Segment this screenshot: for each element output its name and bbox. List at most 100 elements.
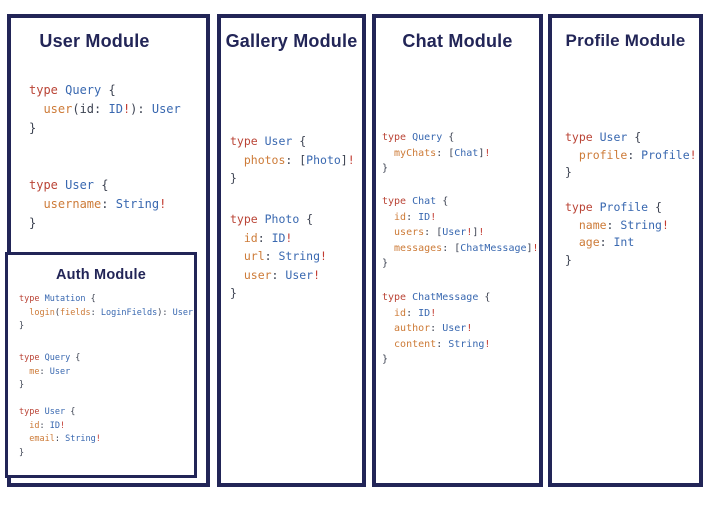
code-line: type User { <box>230 132 355 151</box>
code-token: : <box>406 211 419 223</box>
code-token: type <box>19 353 45 363</box>
code-token: Profile <box>599 200 649 214</box>
code-token: { <box>94 178 109 192</box>
code-token: { <box>70 353 81 363</box>
code-token: } <box>565 252 572 267</box>
profile-module-panel: Profile Module type User { profile: Prof… <box>548 14 703 487</box>
code-token: : <box>54 434 66 444</box>
code-line: } <box>230 284 327 303</box>
code-line: email: String! <box>19 433 101 447</box>
user-module-user-type-code: type User { username: String!} <box>29 176 166 233</box>
code-token: ChatMessage <box>412 292 479 303</box>
code-token: User <box>285 267 314 282</box>
code-line: type Query { <box>382 130 490 146</box>
code-line: } <box>29 119 181 138</box>
code-token: ! <box>484 338 491 350</box>
gallery-module-user-type-code: type User { photos: [Photo]!} <box>230 132 355 188</box>
code-token: user <box>29 102 73 116</box>
code-token: user <box>230 267 272 282</box>
code-token: ! <box>532 242 539 254</box>
code-token: { <box>627 130 642 144</box>
code-token: : [ <box>442 242 461 254</box>
code-line: content: String! <box>382 337 490 353</box>
code-token: Chat <box>454 147 479 159</box>
code-token: Photo <box>306 152 341 167</box>
code-token: ( <box>54 307 60 318</box>
code-token: ID <box>271 230 286 245</box>
code-token: photos <box>230 152 286 167</box>
code-token: : <box>627 147 642 162</box>
code-token: : <box>606 217 621 232</box>
code-token: : <box>430 323 443 334</box>
code-line: } <box>19 447 101 461</box>
code-token: : [ <box>285 152 307 167</box>
code-line: type Photo { <box>230 210 327 229</box>
code-token: login <box>19 307 55 318</box>
code-line: id: ID! <box>382 210 539 226</box>
code-line: } <box>19 320 193 334</box>
code-token: } <box>29 216 37 230</box>
code-line: } <box>382 161 490 177</box>
code-token: url <box>230 249 265 263</box>
code-token: : <box>406 307 419 319</box>
code-token: { <box>648 200 662 214</box>
code-token: } <box>19 380 25 390</box>
auth-module-mutation-type-code: type Mutation { login(fields: LoginField… <box>19 293 193 334</box>
code-line: id: ID! <box>230 229 327 248</box>
code-token: type <box>382 196 413 207</box>
code-token: ! <box>347 152 355 167</box>
code-token: : <box>101 197 116 211</box>
profile-module-user-type-code: type User { profile: Profile!} <box>565 129 697 182</box>
code-token: ! <box>484 147 491 159</box>
code-token: } <box>382 258 389 269</box>
gallery-module-photo-type-code: type Photo { id: ID! url: String! user: … <box>230 210 327 303</box>
code-token: ! <box>122 102 131 116</box>
code-line: } <box>29 214 166 233</box>
code-token: ! <box>430 211 437 223</box>
code-line: login(fields: LoginFields): User <box>19 307 193 321</box>
code-token: String <box>115 197 160 211</box>
code-token: author <box>382 323 431 334</box>
code-token: ! <box>689 147 697 162</box>
code-line: } <box>565 164 697 182</box>
code-line: user: User! <box>230 266 327 285</box>
code-token: type <box>19 294 45 304</box>
code-token: ! <box>466 323 473 334</box>
code-line: } <box>382 256 539 272</box>
code-line: type User { <box>565 129 697 147</box>
code-token: User <box>264 134 293 148</box>
code-line: } <box>19 379 80 393</box>
code-line: username: String! <box>29 195 166 214</box>
auth-module-query-type-code: type Query { me: User} <box>19 352 80 393</box>
code-token: } <box>230 171 237 185</box>
code-token: : <box>257 230 272 245</box>
code-line: type Chat { <box>382 194 539 210</box>
code-token: { <box>101 83 116 97</box>
code-token: ! <box>430 307 437 319</box>
code-token: User <box>65 178 95 192</box>
code-token: Int <box>613 235 635 249</box>
code-token: : <box>90 307 101 318</box>
code-token: { <box>65 407 76 417</box>
code-token: User <box>49 366 71 377</box>
code-token: LoginFields <box>100 307 158 318</box>
code-token: fields <box>59 307 91 318</box>
code-token: Profile <box>641 147 690 162</box>
code-token: ! <box>320 249 327 263</box>
code-token: User <box>151 102 181 116</box>
auth-module-panel: Auth Module type Mutation { login(fields… <box>5 252 197 478</box>
code-line: type ChatMessage { <box>382 290 490 306</box>
code-token: ID <box>49 420 60 431</box>
code-token: String <box>65 434 96 444</box>
profile-module-title: Profile Module <box>565 31 686 50</box>
code-token: ! <box>313 267 321 282</box>
code-line: type Mutation { <box>19 293 193 307</box>
code-token: } <box>565 165 572 179</box>
code-token: Query <box>412 132 443 143</box>
code-token: : <box>436 338 449 350</box>
code-token: : <box>271 267 286 282</box>
code-token: username <box>29 197 102 211</box>
code-token: ChatMessage <box>460 242 527 254</box>
code-token: Mutation <box>44 294 86 304</box>
code-token: : <box>39 366 50 377</box>
